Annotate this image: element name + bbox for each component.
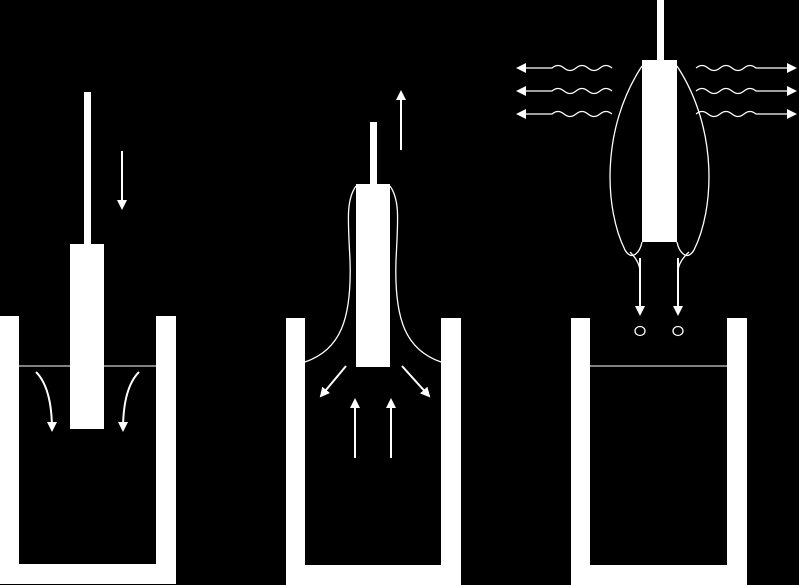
- droplet-left-3: [634, 325, 646, 337]
- vapor-arrow-left-2: [516, 86, 613, 96]
- vapor-arrow-right-2: [695, 86, 797, 96]
- panel-withdrawal: [286, 90, 461, 585]
- substrate-2: [356, 184, 390, 367]
- panel-evaporation: [516, 0, 797, 585]
- evaporation-arrows-right: [695, 63, 797, 119]
- container-3: [571, 318, 747, 585]
- flow-arrow-left-1: [35, 371, 57, 432]
- flow-arrow-right-1: [118, 371, 140, 432]
- droplet-right-3: [672, 325, 684, 337]
- vapor-arrow-right-1: [695, 63, 797, 73]
- vapor-arrow-left-3: [516, 109, 613, 119]
- substrate-rod-1: [84, 92, 91, 244]
- container-1: [0, 316, 176, 584]
- vapor-arrow-right-3: [695, 109, 797, 119]
- substrate-1: [70, 244, 104, 429]
- evaporation-arrows-left: [516, 63, 613, 119]
- drain-arrow-left-2: [319, 365, 347, 398]
- substrate-rod-3: [657, 0, 664, 62]
- vapor-arrow-left-1: [516, 63, 613, 73]
- container-2: [286, 318, 461, 585]
- substrate-3: [642, 60, 677, 242]
- drain-arrow-right-2: [401, 365, 431, 398]
- substrate-rod-2: [370, 122, 377, 186]
- film-outline-2: [304, 185, 442, 363]
- panel-dipping: [0, 92, 176, 584]
